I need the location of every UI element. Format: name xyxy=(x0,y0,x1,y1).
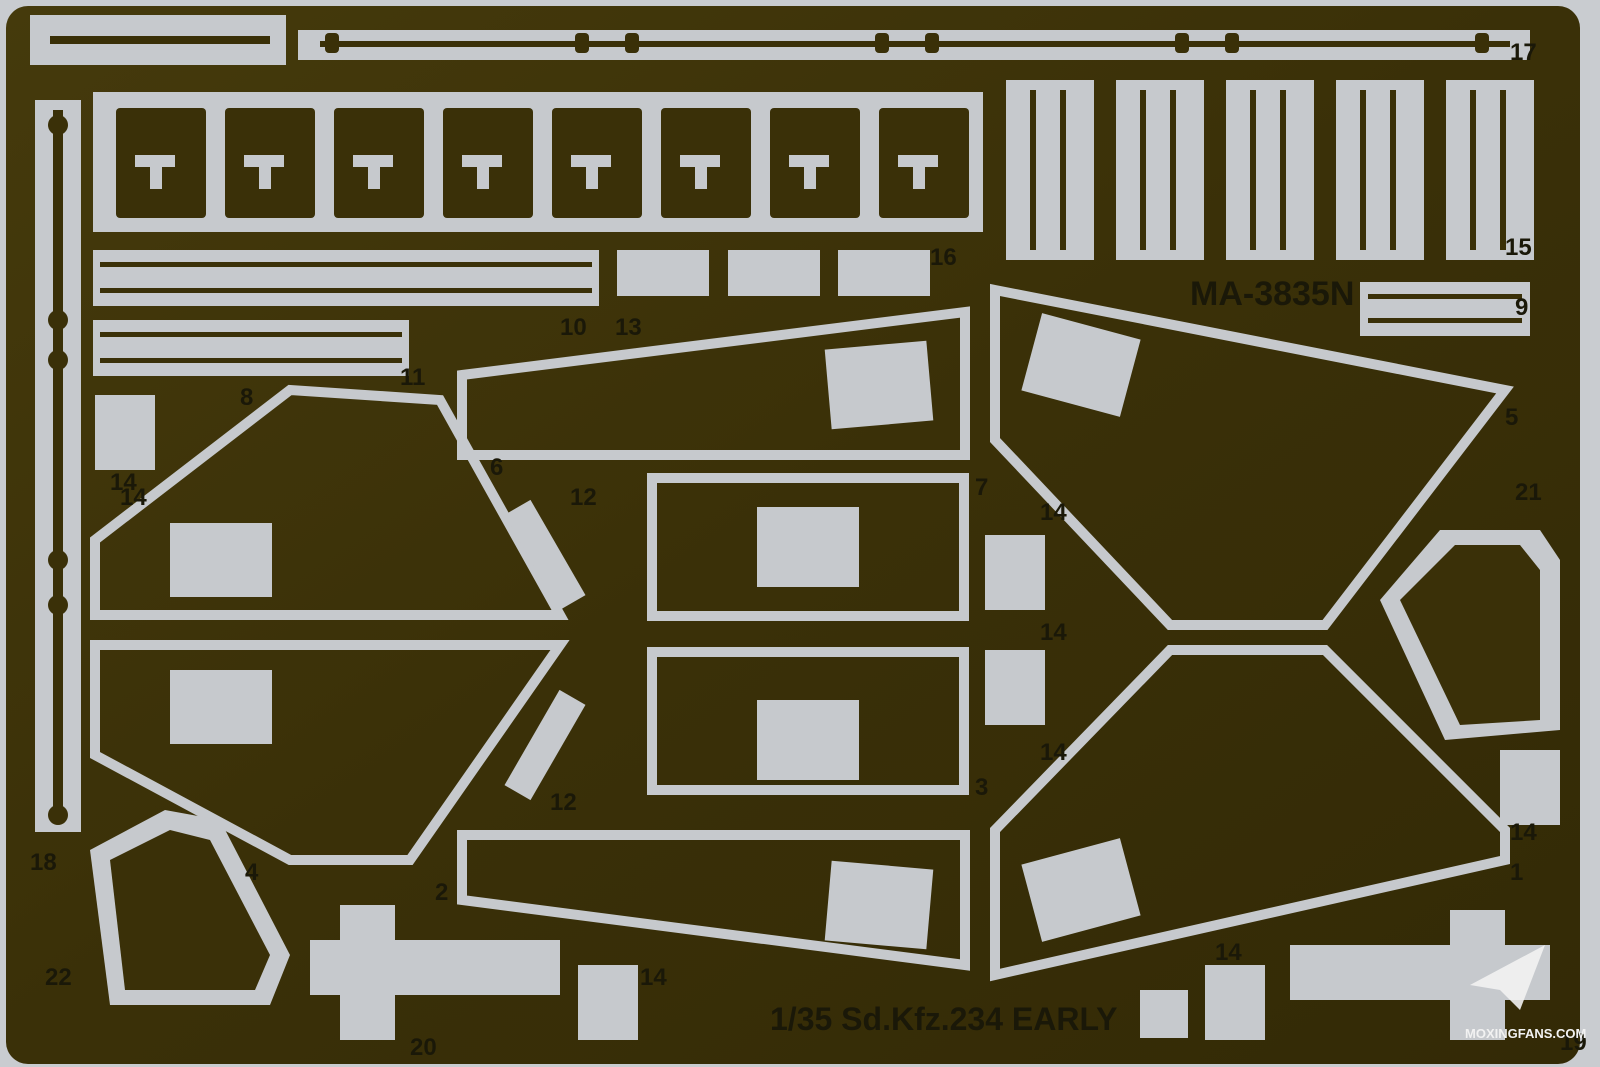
part-4-plate xyxy=(90,640,570,865)
part-5-plate xyxy=(990,283,1514,630)
maker-logo-icon xyxy=(1140,990,1188,1038)
part-13-blocks xyxy=(617,250,930,296)
part-3-plate xyxy=(647,647,969,795)
part-number-22: 22 xyxy=(45,964,72,991)
part-number-16: 16 xyxy=(930,244,957,271)
part-number-14: 14 xyxy=(120,484,147,511)
part-number-1: 1 xyxy=(1510,859,1523,886)
part-21-hinge xyxy=(1380,530,1560,740)
part-number-12: 12 xyxy=(550,789,577,816)
part-22-hinge xyxy=(90,810,290,1005)
part-number-18: 18 xyxy=(30,849,57,876)
part-number-11: 11 xyxy=(400,364,425,391)
part-number-10: 10 xyxy=(560,314,587,341)
part-number-21: 21 xyxy=(1515,479,1542,506)
part-16-squares xyxy=(93,92,983,232)
part-number-14: 14 xyxy=(1215,939,1242,966)
part-number-14: 14 xyxy=(1040,619,1067,646)
part-number-6: 6 xyxy=(490,454,503,481)
paper-plane-icon xyxy=(1470,945,1545,1010)
part-number-12: 12 xyxy=(570,484,597,511)
part-number-9: 9 xyxy=(1515,294,1528,321)
part-1-plate xyxy=(990,645,1510,982)
part-number-14: 14 xyxy=(1040,499,1067,526)
product-code-label: MA-3835N xyxy=(1190,275,1354,313)
part-number-3: 3 xyxy=(975,774,988,801)
part-number-7: 7 xyxy=(975,474,988,501)
watermark-text: MOXINGFANS.COM xyxy=(1465,1026,1586,1041)
part-15-chain-panels xyxy=(1006,80,1534,260)
part-number-17: 17 xyxy=(1510,39,1537,66)
part-number-8: 8 xyxy=(240,384,253,411)
part-2-plate xyxy=(457,830,970,971)
part-14-tabs xyxy=(95,395,1560,1040)
part-17-strip xyxy=(30,15,1530,65)
part-number-4: 4 xyxy=(245,859,259,886)
part-6-plate xyxy=(90,384,569,620)
part-12-strips xyxy=(504,499,586,801)
part-10-11-strips xyxy=(93,250,599,376)
part-number-14: 14 xyxy=(640,964,667,991)
part-20 xyxy=(310,905,560,1040)
part-number-13: 13 xyxy=(615,314,642,341)
part-7-plate xyxy=(647,473,969,621)
part-number-15: 15 xyxy=(1505,234,1532,261)
part-number-5: 5 xyxy=(1505,404,1518,431)
part-number-14: 14 xyxy=(1510,819,1537,846)
part-number-19: 19 xyxy=(1560,1029,1587,1056)
part-number-14: 14 xyxy=(110,469,137,496)
part-number-20: 20 xyxy=(410,1034,437,1061)
watermark: MOXINGFANS.COM xyxy=(1465,945,1586,1041)
part-number-2: 2 xyxy=(435,879,448,906)
part-number-14: 14 xyxy=(1040,739,1067,766)
part-number-labels: 1234567891011121213141414141414141415161… xyxy=(30,39,1587,1061)
product-title-label: 1/35 Sd.Kfz.234 EARLY xyxy=(770,1001,1117,1037)
part-center-top-plate xyxy=(457,306,970,460)
part-9-strip xyxy=(1360,282,1530,336)
part-18-strip xyxy=(35,100,81,832)
